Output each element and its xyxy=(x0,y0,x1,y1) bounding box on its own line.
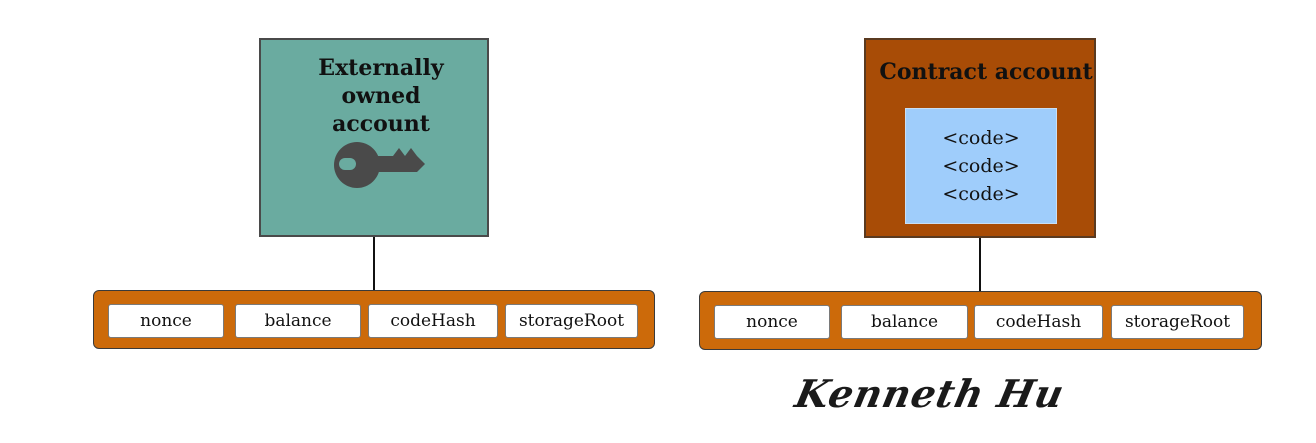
eoa-field-codehash: codeHash xyxy=(368,304,498,338)
eoa-field-storageroot: storageRoot xyxy=(505,304,638,338)
eoa-title-line1: Externally owned xyxy=(318,55,444,109)
contract-title: Contract account xyxy=(879,59,1093,85)
author-signature: Kenneth Hu xyxy=(791,371,1069,416)
eoa-connector-line xyxy=(373,237,375,291)
contract-field-bar: nonce balance codeHash storageRoot xyxy=(699,291,1262,350)
eoa-title-line2: account xyxy=(332,111,430,137)
contract-field-codehash: codeHash xyxy=(974,305,1103,339)
externally-owned-account-box: Externally owned account xyxy=(259,38,489,237)
eoa-field-nonce: nonce xyxy=(108,304,224,338)
contract-field-balance: balance xyxy=(841,305,968,339)
key-icon xyxy=(334,142,425,188)
eoa-field-bar: nonce balance codeHash storageRoot xyxy=(93,290,655,349)
contract-field-nonce: nonce xyxy=(714,305,830,339)
code-line: <code> xyxy=(942,155,1020,177)
eoa-title: Externally owned account xyxy=(261,54,487,138)
code-box: <code> <code> <code> xyxy=(905,108,1057,224)
contract-field-storageroot: storageRoot xyxy=(1111,305,1244,339)
contract-connector-line xyxy=(979,238,981,291)
code-line: <code> xyxy=(942,183,1020,205)
eoa-field-balance: balance xyxy=(235,304,361,338)
code-line: <code> xyxy=(942,127,1020,149)
contract-account-box: Contract account <code> <code> <code> xyxy=(864,38,1096,238)
